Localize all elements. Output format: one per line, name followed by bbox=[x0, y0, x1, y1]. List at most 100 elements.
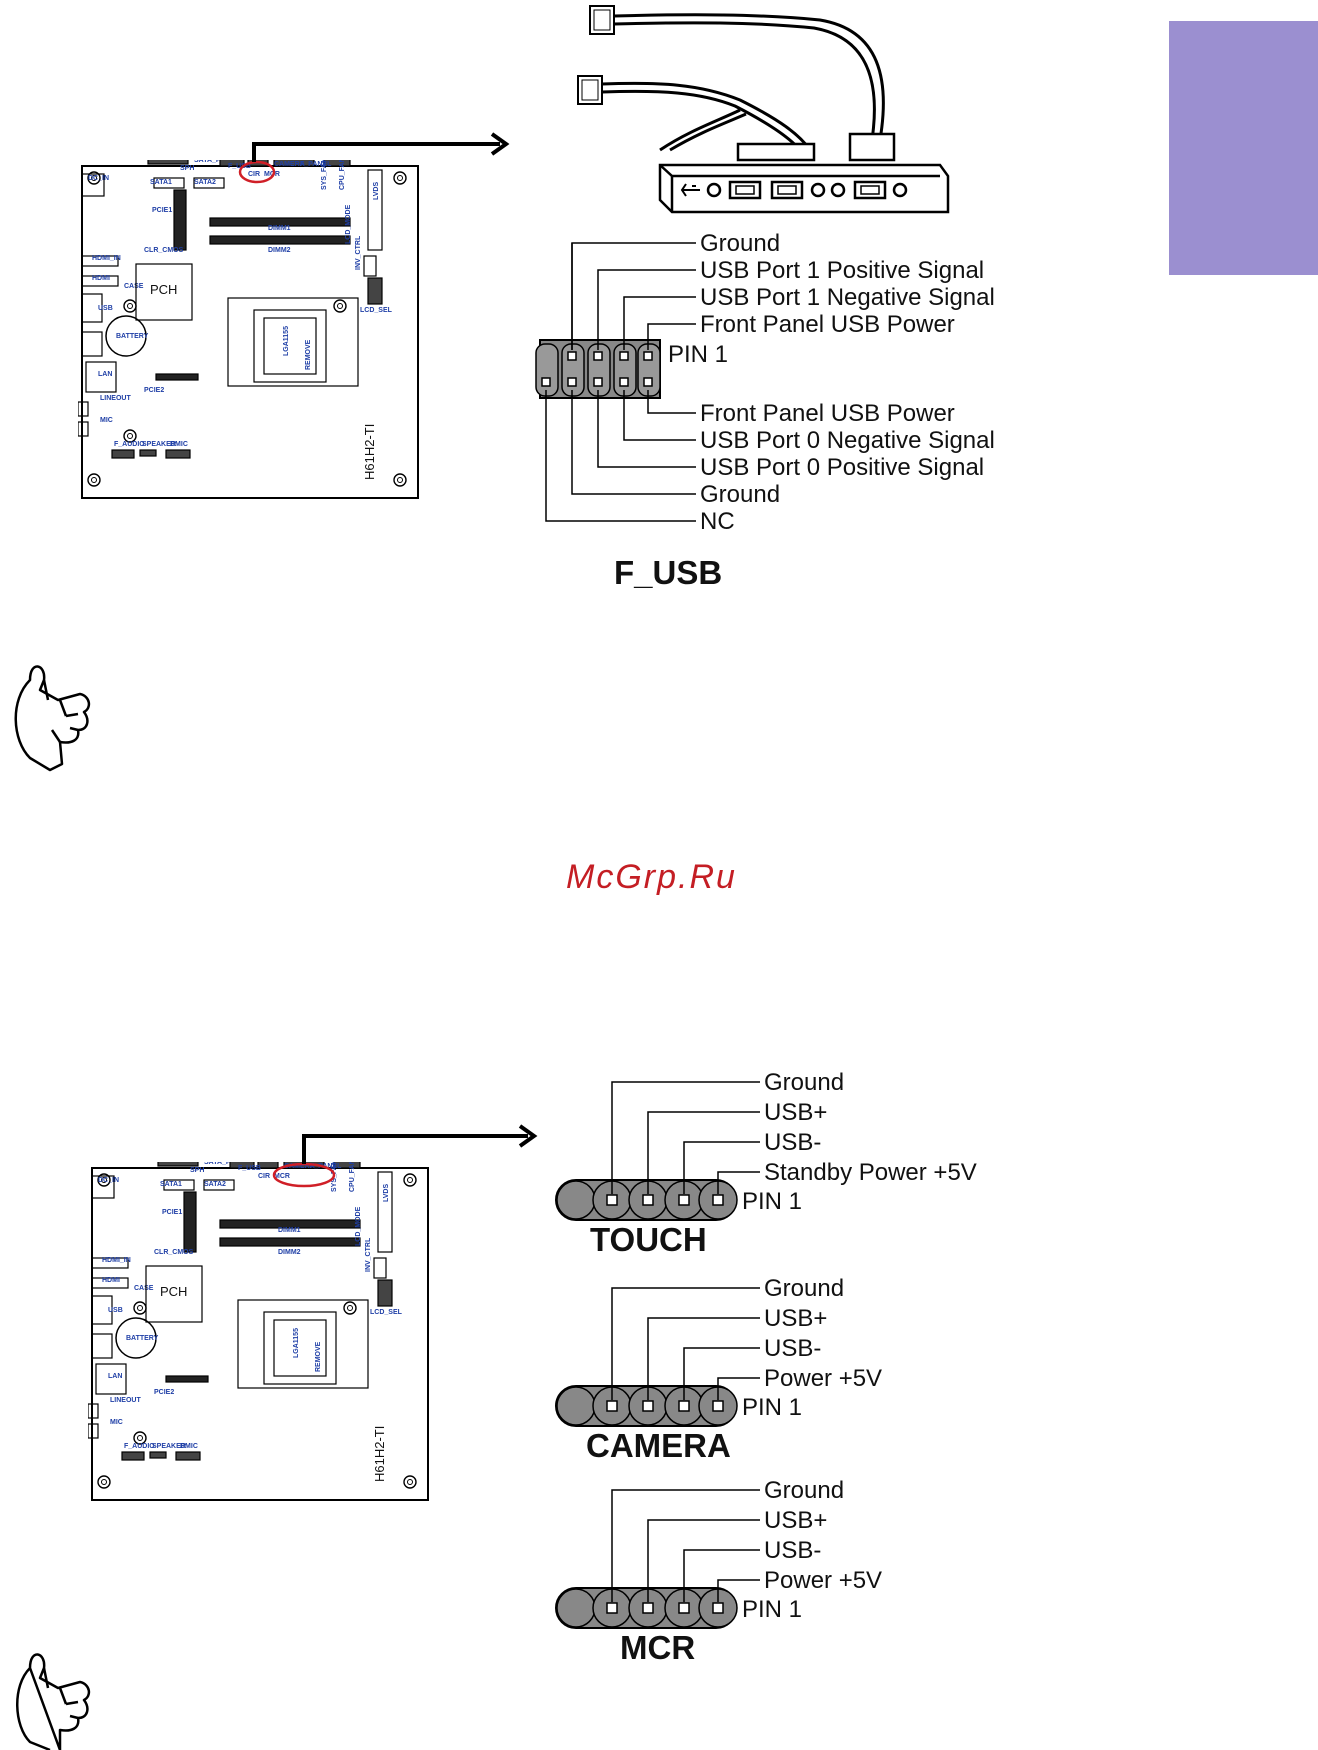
lvds-connector bbox=[377, 1171, 393, 1253]
usb-label: USB bbox=[98, 305, 113, 312]
motherboard-diagram-bottom: DC_INHDMI_INHDMIUSBLANLINEOUTMICBATTERYC… bbox=[88, 1162, 429, 1501]
mounting-hole bbox=[123, 429, 137, 443]
camera-leader bbox=[683, 1347, 760, 1400]
mounting-hole bbox=[137, 1305, 143, 1311]
camera-label: CAMERA bbox=[274, 161, 305, 168]
f-usb-pin bbox=[593, 351, 603, 361]
mcr-pin-label: Ground bbox=[764, 1477, 844, 1504]
pcie2-label: PCIE2 bbox=[144, 387, 164, 394]
hdmi-label: HDMI bbox=[92, 275, 110, 282]
touch-pin bbox=[606, 1194, 618, 1206]
mic-label: MIC bbox=[110, 1419, 123, 1426]
f-usb-leader bbox=[647, 390, 696, 414]
battery bbox=[105, 315, 147, 357]
dmic-header bbox=[165, 449, 191, 459]
mounting-hole bbox=[97, 1173, 111, 1187]
pcie1-slot bbox=[183, 1191, 197, 1253]
remove-label: REMOVE bbox=[315, 1341, 322, 1372]
camera-pin bbox=[678, 1400, 690, 1412]
touch-leader bbox=[717, 1171, 760, 1194]
chapter-side-tab bbox=[1169, 21, 1318, 275]
hdmi-in-port bbox=[81, 255, 119, 267]
cpu-socket-area bbox=[237, 1299, 369, 1389]
touch-leader bbox=[683, 1141, 760, 1194]
sata2-port bbox=[203, 1179, 235, 1191]
mcr-pin bbox=[712, 1602, 724, 1614]
speaker-header bbox=[139, 449, 157, 457]
f-usb-pin1-label: PIN 1 bbox=[668, 341, 728, 368]
touch-pin bbox=[642, 1194, 654, 1206]
camera-pin-label: USB+ bbox=[764, 1305, 827, 1332]
pcie2-slot bbox=[165, 1375, 209, 1383]
clr-cmos-label: CLR_CMOS bbox=[154, 1249, 194, 1256]
lan-usb-port bbox=[81, 331, 103, 357]
lan-label: LAN bbox=[108, 1373, 122, 1380]
sata1-label: SATA1 bbox=[160, 1181, 182, 1188]
dc-in-label: DC_IN bbox=[98, 1177, 119, 1184]
camera-leader bbox=[717, 1377, 760, 1400]
battery-label: BATTERY bbox=[126, 1335, 159, 1342]
f-usb-pin bbox=[541, 377, 551, 387]
touch-pin-body bbox=[556, 1180, 596, 1220]
camera-label: CAMERA bbox=[284, 1163, 315, 1170]
battery bbox=[115, 1317, 157, 1359]
dimm2-label: DIMM2 bbox=[268, 247, 291, 254]
f-usb-bottom-label: NC bbox=[700, 508, 735, 535]
camera-pin bbox=[642, 1400, 654, 1412]
speaker-label: SPEAKER bbox=[142, 441, 176, 448]
mounting-hole bbox=[333, 299, 347, 313]
dmic-label: DMIC bbox=[170, 441, 188, 448]
cir-label: CIR bbox=[248, 171, 260, 178]
mcr-pin bbox=[606, 1602, 618, 1614]
pch-label: PCH bbox=[160, 1284, 187, 1299]
camera-pin-label: USB- bbox=[764, 1335, 821, 1362]
mic-label: MIC bbox=[100, 417, 113, 424]
mounting-hole bbox=[91, 477, 97, 483]
inv-ctrl-connector bbox=[363, 255, 377, 277]
mcr-pin bbox=[642, 1602, 654, 1614]
mounting-hole bbox=[101, 1479, 107, 1485]
cpu-socket-inner bbox=[263, 317, 317, 375]
lan-port bbox=[85, 361, 117, 393]
f-usb-leader bbox=[647, 323, 696, 350]
f-audio-label: F_AUDIO bbox=[124, 1443, 155, 1450]
watermark: McGrp.Ru bbox=[566, 858, 737, 896]
sata1-port bbox=[153, 177, 185, 189]
pcie2-slot bbox=[155, 373, 199, 381]
lan-label: LAN bbox=[98, 371, 112, 378]
touch-pin-label: USB+ bbox=[764, 1099, 827, 1126]
camera-pin-body bbox=[556, 1386, 596, 1426]
f-usb-label: F_USB bbox=[238, 1165, 261, 1172]
f-usb-pin-column bbox=[535, 343, 559, 397]
hdmi-label: HDMI bbox=[102, 1277, 120, 1284]
remove-label: REMOVE bbox=[305, 339, 312, 370]
f-audio-header bbox=[121, 1451, 145, 1461]
usb-port bbox=[81, 293, 103, 323]
mcr-leader bbox=[647, 1519, 760, 1602]
cpu-socket-area bbox=[227, 297, 359, 387]
inv-ctrl-label: INV_CTRL bbox=[365, 1237, 372, 1272]
dimm2-slot bbox=[209, 235, 351, 245]
f-usb-leader bbox=[597, 269, 696, 350]
mounting-hole bbox=[397, 175, 403, 181]
touch-pin-label: Standby Power +5V bbox=[764, 1159, 977, 1186]
f-usb-header bbox=[219, 160, 245, 167]
callout-arrow-bottom bbox=[272, 1124, 538, 1188]
lineout-jack bbox=[78, 401, 89, 417]
f-usb-bottom-label: Ground bbox=[700, 481, 780, 508]
hdmi-in-label: HDMI_IN bbox=[102, 1257, 131, 1264]
camera-title: CAMERA bbox=[586, 1427, 731, 1464]
dimm2-slot bbox=[219, 1237, 361, 1247]
pointing-hand-icon bbox=[16, 1653, 91, 1750]
lga1155-label: LGA1155 bbox=[293, 1328, 300, 1358]
usb-bracket-cable-illustration bbox=[577, 5, 950, 214]
touch-leader bbox=[647, 1111, 760, 1194]
touch-title: TOUCH bbox=[590, 1221, 707, 1258]
f-usb-pin bbox=[643, 377, 653, 387]
f-usb-top-label: USB Port 1 Positive Signal bbox=[700, 257, 984, 284]
touch-pin1-label: PIN 1 bbox=[742, 1188, 802, 1215]
